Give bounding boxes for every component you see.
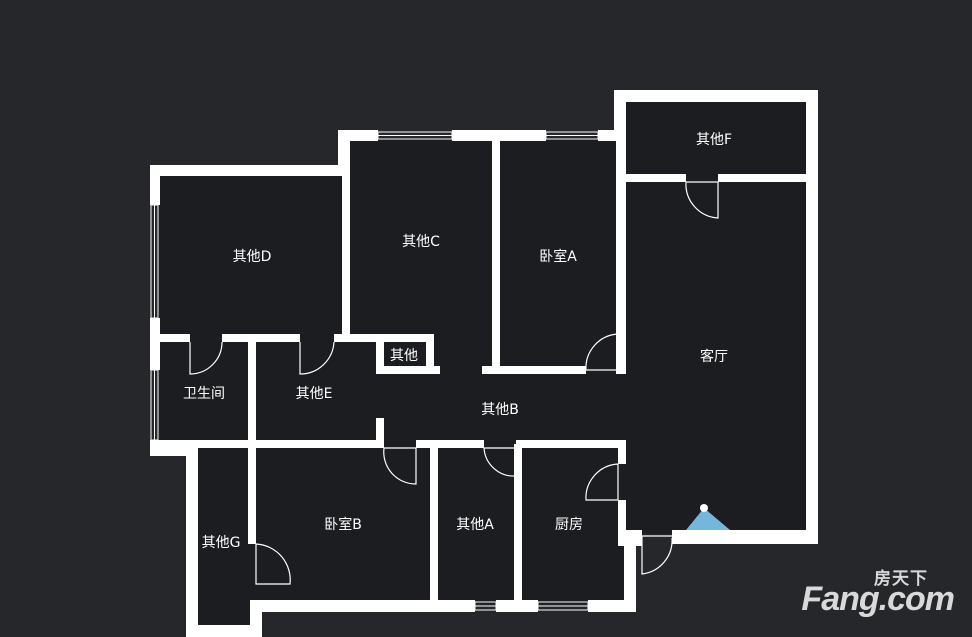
wall [376,334,384,374]
room-label-other-e: 其他E [295,386,333,402]
wall [496,600,538,612]
wall [598,130,626,141]
wall [618,440,626,464]
wall [614,90,626,140]
doors [189,181,719,585]
wall [186,444,198,637]
door-swing [685,181,719,219]
room-label-other-b: 其他B [481,402,519,418]
wall [416,440,484,448]
door-swing [585,333,619,371]
floor-bedroom-b [252,444,434,604]
floor-hall [252,338,622,444]
room-label-bedroom-a: 卧室A [539,249,577,265]
wall [618,500,626,546]
room-label-bathroom: 卫生间 [183,386,225,402]
room-label-living-room: 客厅 [700,349,728,365]
wall [248,444,256,544]
wall [430,444,438,604]
wall [338,130,350,176]
floor-bathroom [158,338,252,444]
wall [342,176,350,338]
floor-other-f [620,100,808,178]
wall [338,130,378,141]
wall [222,334,300,342]
wall [376,418,384,440]
wall [516,440,626,448]
wall [806,90,818,544]
room-floors [158,100,808,634]
wall [248,334,256,446]
wall [452,130,546,141]
room-label-bedroom-b: 卧室B [324,517,362,533]
floor-bedroom-a [496,138,620,370]
door-swing [299,341,335,375]
wall [150,165,160,205]
wall [514,444,522,604]
wall [160,334,190,342]
windows [150,131,599,611]
wall [186,625,262,637]
door-swing [189,341,223,375]
wall [624,544,636,612]
floor-kitchen [518,444,628,604]
wall [376,366,440,374]
wall [624,530,642,546]
camera-viewpoint-icon [686,504,730,530]
room-label-other-g: 其他G [201,535,241,551]
door-swing [585,463,619,501]
door-swing [641,535,673,575]
watermark-brand: Fang.com [801,580,955,618]
floor-living [620,178,808,534]
door-swing [255,543,291,585]
wall [250,600,475,612]
fang-watermark: 房天下 Fang.com [801,569,955,619]
room-label-kitchen: 厨房 [555,517,583,533]
floor-other-d [158,174,346,338]
door-swing [383,447,417,485]
wall [492,138,500,370]
room-label-other-d: 其他D [232,249,272,265]
floor-other-c [346,138,496,338]
walls [150,90,818,637]
wall [150,165,350,176]
wall [718,174,808,182]
wall [672,530,818,544]
floor-other-g [192,444,252,634]
door-swing [483,447,517,477]
wall [150,318,160,370]
floor-other-a [434,444,518,604]
wall [616,138,626,374]
room-label-other-small: 其他 [390,348,418,364]
wall [426,334,434,374]
wall [614,90,818,102]
room-label-other-f: 其他F [695,132,733,148]
wall [160,440,384,448]
wall [482,366,586,374]
wall [620,174,686,182]
room-label-other-c: 其他C [402,234,440,250]
room-label-other-a: 其他A [456,517,494,533]
watermark-chinese: 房天下 [874,569,928,588]
